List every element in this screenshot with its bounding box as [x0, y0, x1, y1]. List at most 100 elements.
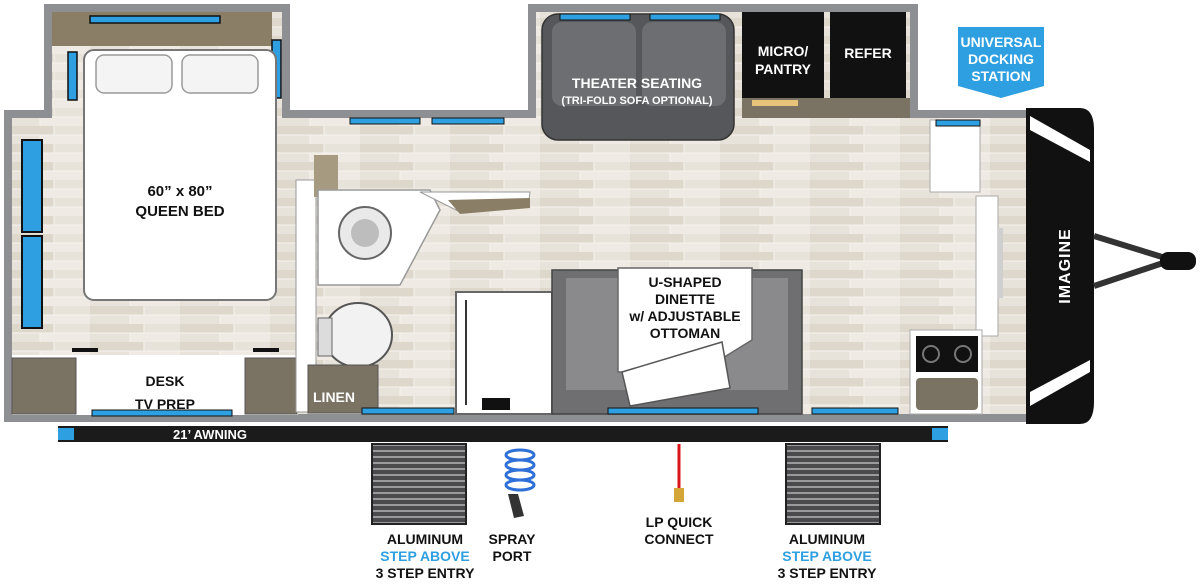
window — [21, 235, 43, 329]
spray-nozzle-icon — [508, 494, 524, 518]
toilet — [323, 302, 393, 368]
awning-end — [58, 428, 74, 440]
theater-slideout: THEATER SEATING (TRI-FOLD SOFA OPTIONAL)… — [528, 4, 918, 141]
window — [91, 409, 233, 417]
nightstand — [11, 357, 77, 415]
docking-label-3: STATION — [971, 68, 1030, 84]
micro-label: MICRO/ — [758, 43, 809, 59]
spray-port: SPRAY PORT — [489, 448, 537, 564]
theater-seat — [642, 22, 726, 106]
window — [649, 13, 721, 21]
window — [89, 15, 221, 24]
ottoman — [621, 341, 731, 407]
awning-bar — [58, 426, 948, 442]
front-cap-shell — [1026, 108, 1094, 424]
window — [811, 407, 899, 415]
reading-light — [72, 348, 98, 352]
theater-sublabel: (TRI-FOLD SOFA OPTIONAL) — [561, 95, 712, 107]
step-right-label-1: ALUMINUM — [789, 531, 865, 547]
dinette-label-2: DINETTE — [655, 291, 715, 307]
burner — [922, 345, 940, 363]
window — [21, 139, 43, 233]
nightstand — [244, 357, 298, 415]
lp-label-1: LP QUICK — [646, 514, 713, 530]
dinette-label-4: OTTOMAN — [650, 325, 721, 341]
front-cabinet — [929, 119, 981, 193]
docking-label-2: DOCKING — [968, 51, 1034, 67]
window — [431, 117, 505, 125]
microwave-light — [752, 100, 798, 106]
lp-fitting-icon — [674, 488, 684, 502]
bed-type-label: QUEEN BED — [135, 203, 224, 220]
linen-cabinet — [307, 364, 379, 414]
window — [559, 13, 631, 21]
spray-label-1: SPRAY — [489, 531, 537, 547]
refrigerator — [830, 12, 906, 98]
spray-hose — [504, 478, 536, 492]
window — [607, 407, 759, 415]
window — [349, 117, 421, 125]
docking-station-badge: UNIVERSAL DOCKING STATION — [958, 27, 1044, 98]
entry-step-right: ALUMINUM STEP ABOVE 3 STEP ENTRY — [778, 443, 881, 581]
tv-mount — [998, 228, 1003, 298]
coupler — [1160, 252, 1196, 270]
shower — [455, 291, 553, 415]
desk-area: DESK TV PREP — [11, 348, 298, 417]
dinette-label-3: w/ ADJUSTABLE — [628, 308, 740, 324]
step-stairs — [371, 443, 467, 525]
step-stairs — [785, 443, 881, 525]
brand-name: IMAGINE — [1057, 228, 1074, 303]
ceiling-cabinet — [448, 198, 530, 214]
cap-stripe — [1030, 116, 1090, 162]
u-shaped-dinette: U-SHAPED DINETTE w/ ADJUSTABLE OTTOMAN — [551, 267, 803, 415]
docking-label-1: UNIVERSAL — [961, 34, 1042, 50]
spray-label-2: PORT — [493, 548, 532, 564]
lp-label-2: CONNECT — [644, 531, 714, 547]
burner — [954, 345, 972, 363]
front-cap: IMAGINE — [1026, 108, 1094, 424]
bed-size-label: 60” x 80” — [147, 183, 212, 200]
reading-light — [253, 348, 279, 352]
hitch-tongue — [1093, 233, 1196, 289]
theater-label: THEATER SEATING — [572, 75, 702, 91]
step-right-label-3: 3 STEP ENTRY — [778, 565, 877, 581]
lp-quick-connect: LP QUICK CONNECT — [644, 444, 714, 547]
window — [67, 51, 78, 101]
micro-pantry — [742, 12, 824, 108]
badge-shape — [958, 27, 1044, 98]
cap-stripe — [1030, 360, 1090, 406]
dinette-label-1: U-SHAPED — [648, 274, 721, 290]
kitchen-sink — [916, 378, 978, 410]
step-left-label-1: ALUMINUM — [387, 531, 463, 547]
pillow — [181, 54, 259, 94]
refer-label: REFER — [844, 45, 891, 61]
queen-bed: 60” x 80” QUEEN BED — [83, 49, 277, 301]
shower-pan — [455, 291, 553, 415]
desk-label: DESK — [146, 373, 185, 389]
step-left-label-3: 3 STEP ENTRY — [376, 565, 475, 581]
shower-faucet — [482, 398, 510, 410]
kitchen-front — [811, 119, 1003, 415]
linen-label: LINEN — [313, 389, 355, 405]
awning-end — [932, 428, 948, 440]
front-wall — [975, 195, 999, 337]
window — [361, 407, 455, 415]
awning: 21’ AWNING — [58, 426, 948, 442]
toilet-tank — [317, 317, 333, 357]
entry-step-left: ALUMINUM STEP ABOVE 3 STEP ENTRY — [371, 443, 475, 581]
stove-top — [916, 336, 978, 372]
theater-seat — [552, 22, 636, 106]
window — [935, 119, 981, 127]
step-right-label-2: STEP ABOVE — [782, 548, 871, 564]
bathroom: LINEN — [295, 155, 531, 415]
tv-prep-label: TV PREP — [135, 396, 195, 412]
pantry-label: PANTRY — [755, 61, 812, 77]
wall-partition — [295, 179, 317, 413]
bed-mattress — [83, 49, 277, 301]
sink-basin — [351, 219, 379, 247]
awning-label: 21’ AWNING — [173, 427, 247, 442]
pillow — [95, 54, 173, 94]
step-left-label-2: STEP ABOVE — [380, 548, 469, 564]
